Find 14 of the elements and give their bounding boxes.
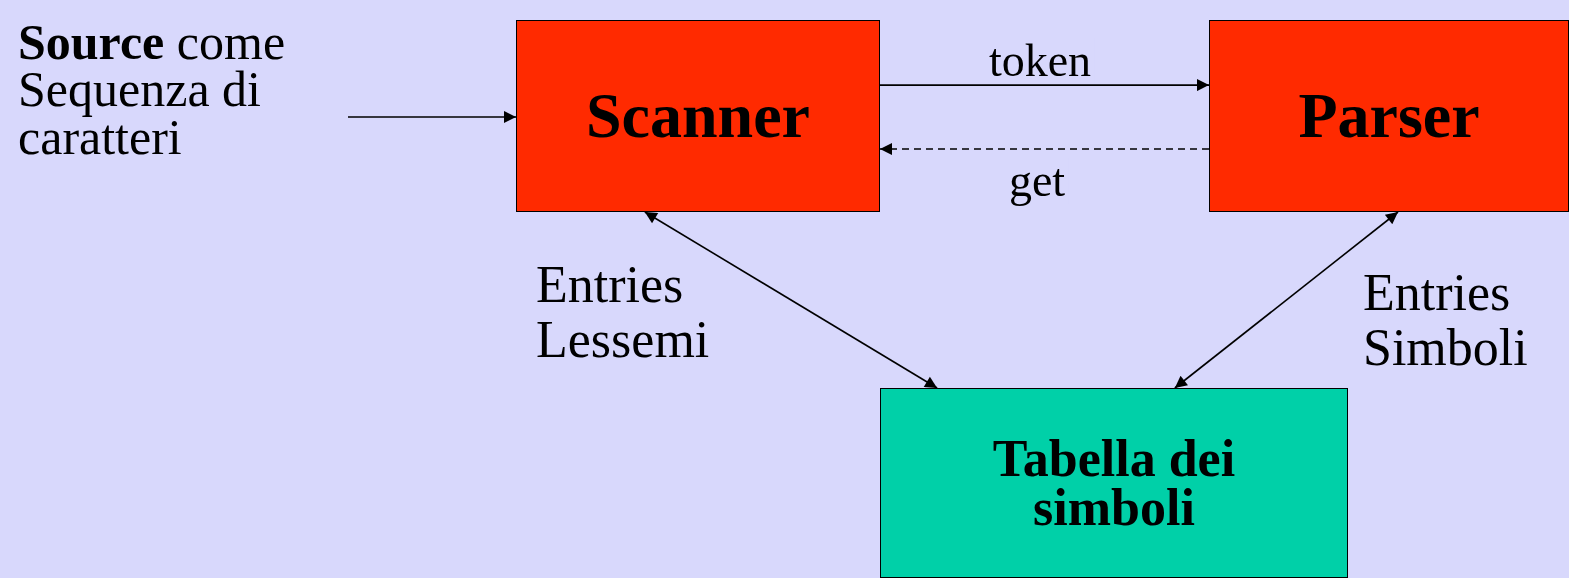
source-text: Source come Sequenza di caratteri <box>18 18 287 162</box>
node-label: Tabella dei simboli <box>991 433 1237 533</box>
symbol-table-box <box>880 388 1348 578</box>
arrow <box>879 79 1210 92</box>
parser-box <box>1209 20 1569 212</box>
node-label: Parser <box>1298 85 1480 147</box>
arrow <box>347 110 517 123</box>
arrow <box>644 211 938 389</box>
annotation-text: Entries Lessemi <box>536 258 711 368</box>
arrow <box>1174 211 1399 389</box>
scanner-box <box>516 20 880 212</box>
node-label: Scanner <box>586 85 810 147</box>
arrow <box>879 143 1210 155</box>
annotation-text: Entries Simboli <box>1363 266 1529 376</box>
